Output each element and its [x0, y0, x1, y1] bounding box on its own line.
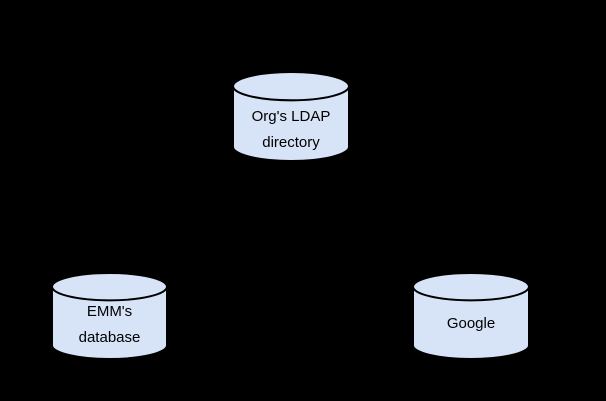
node-label-line: directory — [262, 134, 320, 151]
node-label-line: Org's LDAP — [251, 108, 331, 125]
node-label-ldap: Org's LDAP directory — [232, 104, 350, 156]
cylinder-top-ellipse — [232, 71, 350, 102]
db-cylinder-ldap-directory: Org's LDAP directory — [232, 71, 350, 162]
node-label-line: Google — [446, 315, 496, 332]
node-label-line: database — [78, 329, 141, 346]
cylinder-top-ellipse — [51, 272, 168, 302]
node-label-emm: EMM's database — [51, 299, 168, 351]
cylinder-top-ellipse — [412, 272, 530, 302]
database-cylinder-icon — [232, 71, 350, 162]
db-cylinder-google: Google — [412, 272, 530, 360]
node-label-google: Google — [412, 311, 530, 337]
node-label-line: EMM's — [86, 303, 133, 320]
database-cylinder-icon — [412, 272, 530, 360]
database-cylinder-icon — [51, 272, 168, 360]
db-cylinder-emm-database: EMM's database — [51, 272, 168, 360]
